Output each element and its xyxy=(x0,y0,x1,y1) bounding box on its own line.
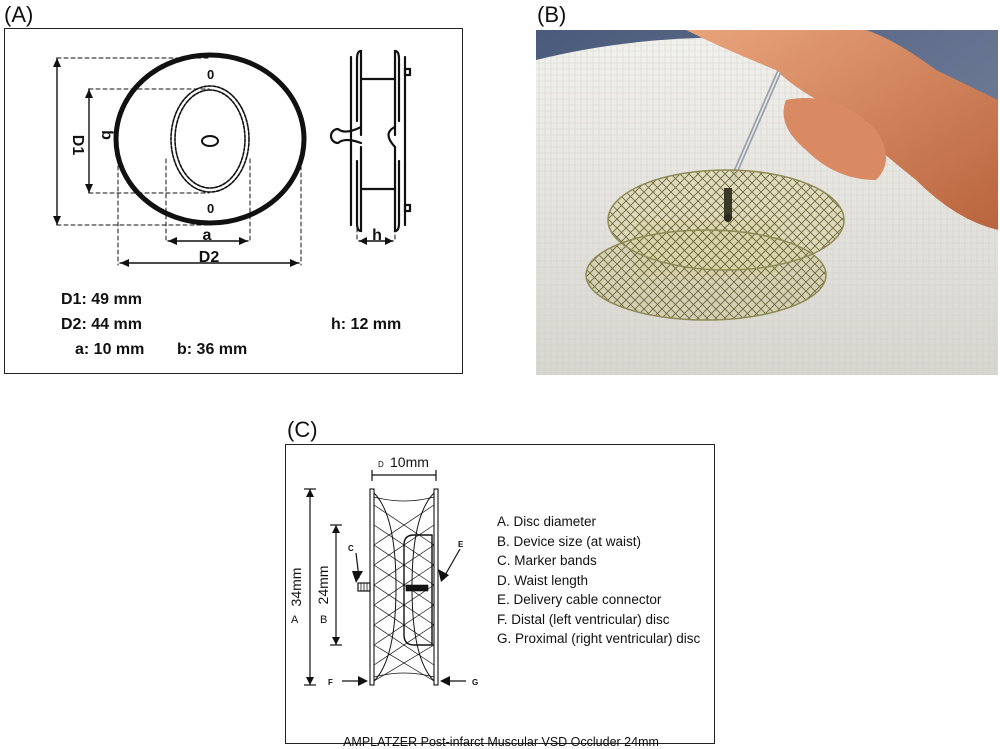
spec-d1: D1: 49 mm xyxy=(61,291,142,308)
spec-a: a: 10 mm xyxy=(75,341,144,358)
panel-c-legend: A. Disc diameter B. Device size (at wais… xyxy=(497,512,700,649)
marker-top-label: 0 xyxy=(207,67,214,82)
panel-a-diagram: 0 0 D1 b a D2 h D1: 49 mm D2: 44 mm a: 1… xyxy=(4,28,463,374)
occluder-schematic: 0 0 D1 b a D2 h D1: 49 mm D2: 44 mm a: 1… xyxy=(53,49,412,358)
vsd-occluder-drawing: D 10mm 34mm 24mm A B C E F G xyxy=(288,454,478,687)
spec-d2: D2: 44 mm xyxy=(61,316,142,333)
marker-bottom-label: 0 xyxy=(207,201,214,216)
legend-item-f: F. Distal (left ventricular) disc xyxy=(497,611,670,627)
h-label: h xyxy=(372,227,382,244)
legend-item-d: D. Waist length xyxy=(497,572,589,588)
spec-b: b: 36 mm xyxy=(177,341,247,358)
letter-c: C xyxy=(348,544,354,553)
letter-d: D xyxy=(378,460,384,469)
panel-label-b: (B) xyxy=(537,2,567,27)
legend-item-a: A. Disc diameter xyxy=(497,514,597,529)
legend-item-c: C. Marker bands xyxy=(497,553,597,568)
letter-a: A xyxy=(291,614,299,626)
b-label: b xyxy=(98,130,115,140)
dim-24mm: 24mm xyxy=(315,566,331,605)
letter-g: G xyxy=(472,678,478,687)
occluder-photo-illustration xyxy=(536,30,998,375)
panel-c-diagram: D 10mm 34mm 24mm A B C E F G AMPLATZER P… xyxy=(285,444,715,749)
panel-c-caption: AMPLATZER Post-infarct Muscular VSD Occl… xyxy=(343,735,659,749)
letter-e: E xyxy=(458,540,464,549)
top-dimension: 10mm xyxy=(390,454,429,470)
letter-b: B xyxy=(320,614,327,626)
dim-34mm: 34mm xyxy=(288,568,304,607)
panel-label-c: (C) xyxy=(287,417,318,442)
d2-label: D2 xyxy=(199,249,220,266)
occluder-photo xyxy=(536,30,998,375)
legend-item-g: G. Proximal (right ventricular) disc xyxy=(497,631,701,646)
panel-label-a: (A) xyxy=(4,2,34,27)
letter-f: F xyxy=(328,678,333,687)
spec-h: h: 12 mm xyxy=(331,316,401,333)
d1-label: D1 xyxy=(69,135,86,156)
legend-item-e: E. Delivery cable connector xyxy=(497,592,662,607)
a-label: a xyxy=(203,227,212,244)
legend-item-b: B. Device size (at waist) xyxy=(497,533,642,549)
